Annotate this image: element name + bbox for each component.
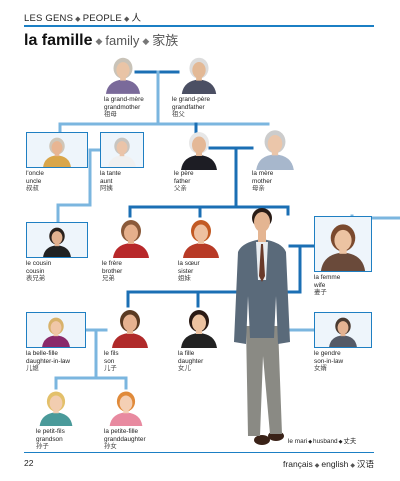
photo-son [106,304,154,348]
photo-sister [178,214,224,258]
husband-face [254,212,270,232]
photo-aunt [100,132,144,168]
photo-father [176,126,222,170]
portrait-icon [329,317,357,347]
portrait-icon [42,317,70,347]
section-en: PEOPLE [82,13,122,24]
portrait-icon [108,137,136,167]
photo-mother [252,124,298,170]
label-husband: le mari◆husband◆丈夫 [288,438,357,445]
portrait-icon [256,130,294,170]
portrait-icon [113,220,149,258]
photo-brother [104,214,158,258]
portrait-icon [109,391,143,426]
husband-shoe-left [254,435,270,445]
title-zh: 家族 [152,33,179,48]
husband-neck [258,230,266,242]
photo-uncle [26,132,88,168]
portrait-icon [183,220,219,258]
photo-granddaughter [106,386,146,426]
portrait-icon [43,227,71,257]
section-zh: 人 [131,13,142,24]
section-fr: LES GENS [24,13,74,24]
portrait-icon [39,391,73,426]
photo-grandson [36,386,76,426]
husband-jacket [234,239,290,344]
husband-figure [234,208,290,445]
photo-cousin [26,222,88,258]
header-rule [24,25,374,27]
photo-son-in-law [314,312,372,348]
portrait-icon [105,57,141,94]
photo-daughter [178,304,220,348]
section-header: LES GENS◆PEOPLE◆人 [24,13,142,24]
photo-grandfather [174,52,224,94]
portrait-icon [320,224,366,271]
portrait-icon [181,57,217,94]
page-number: 22 [24,458,34,468]
title-fr: la famille [24,32,93,49]
portrait-icon [181,132,217,170]
title-en: family [105,33,140,48]
husband-tie [259,244,265,282]
photo-wife [314,216,372,272]
portrait-icon [43,137,71,167]
portrait-icon [181,310,217,348]
footer-rule [24,452,374,453]
page-title: la famille◆family◆家族 [24,32,179,49]
husband-trousers [246,326,282,436]
photo-grandmother [104,52,142,94]
language-footer: français◆english◆汉语 [283,459,374,469]
photo-daughter-in-law [26,312,86,348]
portrait-icon [112,310,148,348]
husband-drawing [234,208,290,445]
